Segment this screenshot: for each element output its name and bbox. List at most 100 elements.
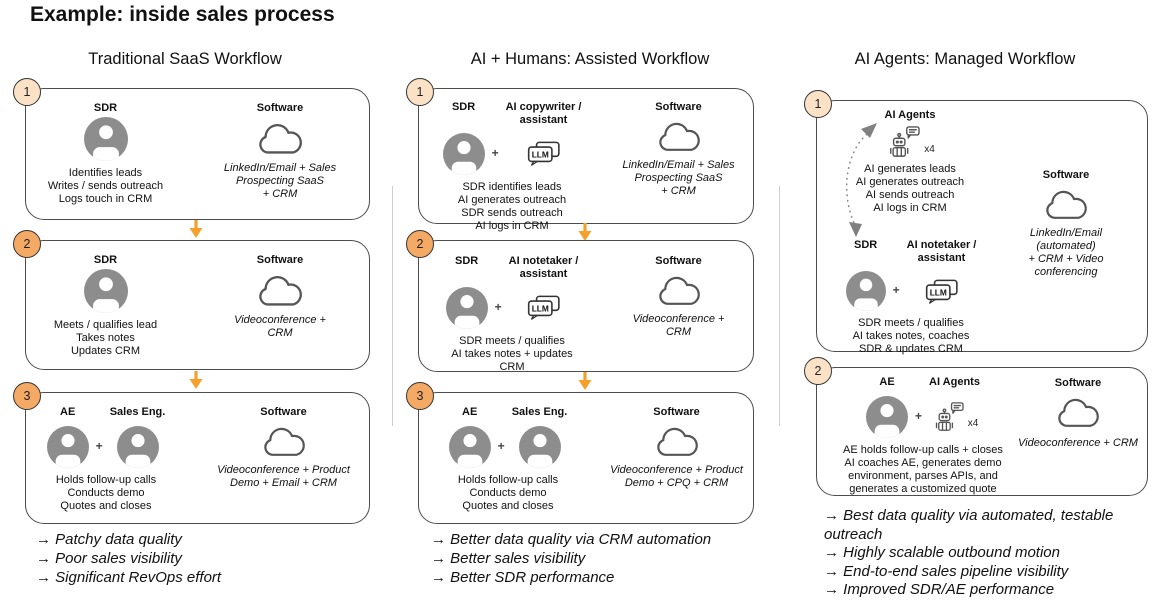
robot-icon (890, 126, 920, 157)
agent-multiplier: x4 (924, 144, 935, 155)
actor-pair: SDR + AI notetaker / assistant LLM (845, 239, 977, 311)
software-description: LinkedIn/Email + Sales Prospecting SaaS … (223, 162, 337, 200)
actor-description: SDR meets / qualifies AI takes notes + u… (451, 335, 573, 373)
actor-label: AE (879, 376, 895, 388)
actor-description: Holds follow-up calls Conducts demo Quot… (457, 474, 559, 512)
actor-label: Sales Eng. (511, 406, 568, 418)
software-description: Videoconference + CRM (632, 313, 725, 338)
software-group: Software LinkedIn/Email + Sales Prospect… (611, 101, 746, 198)
column-header-assisted: AI + Humans: Assisted Workflow (470, 50, 710, 68)
plus-sign: + (494, 300, 502, 314)
step-number-badge: 3 (13, 382, 41, 410)
actor-group: AE + Sales Eng. Holds follow-up calls Co… (423, 406, 593, 513)
actor-group: AE + Sales Eng. Holds follow-up calls Co… (26, 406, 186, 513)
takeaways-assisted: → Better data quality via CRM automation… (431, 530, 776, 587)
takeaway-item: → Better data quality via CRM automation (431, 531, 712, 548)
takeaway-item: → Better sales visibility (431, 550, 586, 567)
actor: AI copywriter / assistant LLM (505, 101, 582, 167)
takeaway-item: → Better SDR performance (431, 569, 615, 586)
actor-group: SDR Meets / qualifies lead Takes notes U… (28, 254, 183, 358)
software-group: Software LinkedIn/Email (automated) + CR… (995, 169, 1137, 279)
actor-pair: AE + Sales Eng. (448, 406, 568, 468)
llm-label: LLM (531, 150, 548, 160)
actor-group: SDR + AI notetaker / assistant LLM SDR m… (423, 255, 601, 374)
actor-label: AE (462, 406, 478, 418)
actor-label: AI notetaker / assistant (906, 239, 977, 264)
actor: AE (46, 406, 89, 468)
actor: SDR (845, 239, 886, 311)
actor-label: AI notetaker / assistant (508, 255, 579, 280)
step-number-badge: 2 (406, 230, 434, 258)
step-box-assisted-2: 2 SDR + AI notetaker / assistant LLM SDR… (406, 230, 754, 374)
software-group: Software LinkedIn/Email + Sales Prospect… (206, 102, 354, 201)
dotted-cycle-arrow-icon (845, 123, 877, 237)
actor-label: SDR (854, 239, 878, 251)
step-number-badge: 2 (13, 230, 41, 258)
down-arrow-icon (578, 223, 592, 241)
ai-agents-description: AI generates leads AI generates outreach… (855, 163, 965, 214)
software-description: LinkedIn/Email + Sales Prospecting SaaS … (622, 159, 735, 197)
software-group: Software Videoconference + Product Demo … (604, 406, 749, 490)
page-title: Example: inside sales process (30, 3, 335, 26)
llm-chip-icon: LLM (925, 279, 958, 304)
llm-chip-icon: LLM (527, 295, 560, 320)
down-arrow-icon (189, 371, 203, 389)
takeaways-traditional: → Patchy data quality → Poor sales visib… (36, 530, 381, 587)
software-group: Software Videoconference + Product Demo … (206, 406, 361, 490)
step-number-badge: 1 (406, 78, 434, 106)
down-arrow-icon (189, 220, 203, 238)
robot-icon (935, 402, 964, 431)
ai-agents-label: AI Agents (884, 109, 936, 121)
actor-pair: AE + AI Agents x4 (866, 376, 980, 438)
actor: Sales Eng. (511, 406, 568, 468)
plus-sign: + (915, 409, 923, 423)
llm-label: LLM (929, 288, 946, 298)
column-divider (392, 186, 393, 426)
ai-agents-group: AI Agents x4 AI generates leads AI gener… (831, 109, 989, 215)
takeaways-managed: → Best data quality via automated, testa… (824, 507, 1156, 600)
software-group: Software Videoconference + CRM (1017, 377, 1139, 450)
actor-label: Sales Eng. (109, 406, 166, 418)
software-description: LinkedIn/Email (automated) + CRM + Video… (1028, 227, 1104, 278)
takeaway-item: → End-to-end sales pipeline visibility (824, 562, 1069, 580)
software-label: Software (655, 255, 702, 267)
software-description: Videoconference + Product Demo + Email +… (217, 464, 350, 489)
cloud-icon (259, 276, 302, 306)
software-label: Software (1042, 169, 1090, 181)
actor-description: SDR identifies leads AI generates outrea… (457, 181, 567, 232)
actor-description: AE holds follow-up calls + closes AI coa… (843, 444, 1003, 495)
takeaway-item: → Best data quality via automated, testa… (824, 507, 1114, 543)
actor-group: AE + AI Agents x4 AE holds follow-up cal… (827, 376, 1019, 496)
actor-label: SDR (93, 254, 118, 266)
plus-sign: + (95, 439, 103, 453)
step-box-assisted-3: 3 AE + Sales Eng. Holds follow-up calls … (406, 382, 754, 524)
step-number-badge: 2 (804, 357, 832, 385)
actor-label: AI copywriter / assistant (505, 101, 582, 126)
actor-description: SDR meets / qualifies AI takes notes, co… (852, 317, 970, 355)
actor: AI Agents x4 (929, 376, 980, 432)
actor-pair: AE + Sales Eng. (46, 406, 166, 468)
step-box-managed-2: 2 AE + AI Agents x4 AE holds follow-up c… (804, 357, 1148, 496)
actor: SDR (445, 255, 488, 329)
person-icon (845, 271, 886, 311)
takeaway-item: → Poor sales visibility (36, 550, 182, 567)
takeaway-item: → Significant RevOps effort (36, 569, 222, 586)
step-box-managed-1: 1 AI Agents x4 AI generates leads AI gen… (804, 90, 1148, 355)
cloud-icon (1058, 398, 1099, 427)
person-icon (518, 426, 561, 468)
actor-description: Identifies leads Writes / sends outreach… (47, 167, 164, 205)
cloud-icon (259, 124, 302, 154)
actor-label: AE (60, 406, 76, 418)
plus-sign: + (497, 439, 505, 453)
step-number-badge: 3 (406, 382, 434, 410)
step-number-badge: 1 (804, 90, 832, 118)
takeaway-item: → Highly scalable outbound motion (824, 544, 1060, 561)
software-description: Videoconference + CRM (234, 314, 326, 339)
llm-label: LLM (531, 304, 548, 314)
actor-label: SDR (93, 102, 118, 114)
person-icon (83, 269, 128, 313)
software-label: Software (260, 406, 307, 418)
person-icon (866, 396, 909, 438)
robot-group: x4 (885, 126, 935, 158)
software-group: Software Videoconference + CRM (611, 255, 746, 339)
